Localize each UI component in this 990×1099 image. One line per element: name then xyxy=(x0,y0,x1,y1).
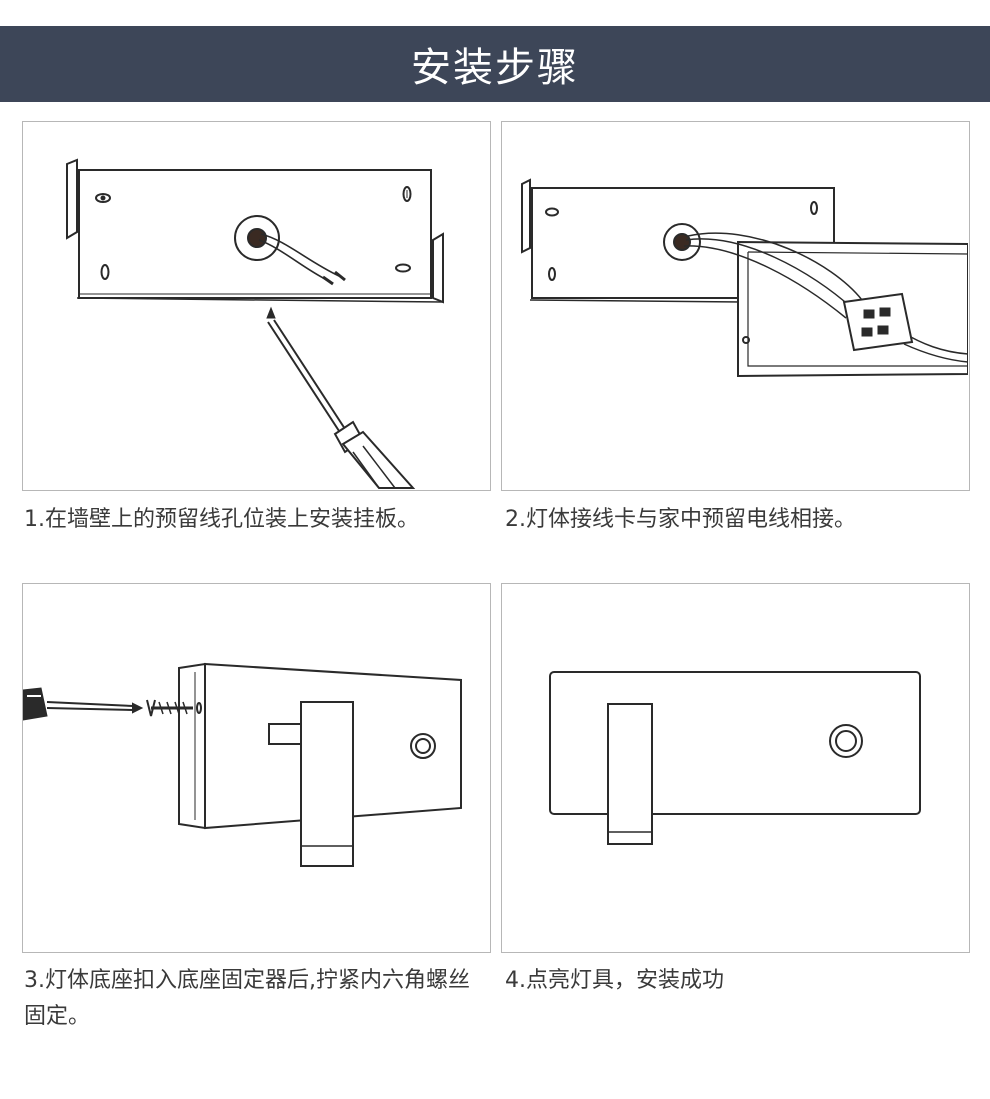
step-3-illustration xyxy=(22,583,491,953)
step-2-caption: 2.灯体接线卡与家中预留电线相接。 xyxy=(505,507,856,532)
header-bar: 安装步骤 xyxy=(0,26,990,102)
installed-lamp-drawing xyxy=(549,671,921,845)
step-1-caption: 1.在墙壁上的预留线孔位装上安装挂板。 xyxy=(24,507,419,532)
mounting-plate-drawing xyxy=(66,158,444,489)
hex-screw-drawing xyxy=(23,662,462,867)
page-title: 安装步骤 xyxy=(411,45,579,91)
step-4-illustration xyxy=(501,583,970,953)
step-3-caption: 3.灯体底座扣入底座固定器后,拧紧内六角螺丝固定。 xyxy=(24,968,470,1029)
wire-connector-drawing xyxy=(521,178,968,378)
step-4-caption: 4.点亮灯具，安装成功 xyxy=(505,968,724,993)
step-2-illustration xyxy=(501,121,970,491)
step-1-illustration xyxy=(22,121,491,491)
